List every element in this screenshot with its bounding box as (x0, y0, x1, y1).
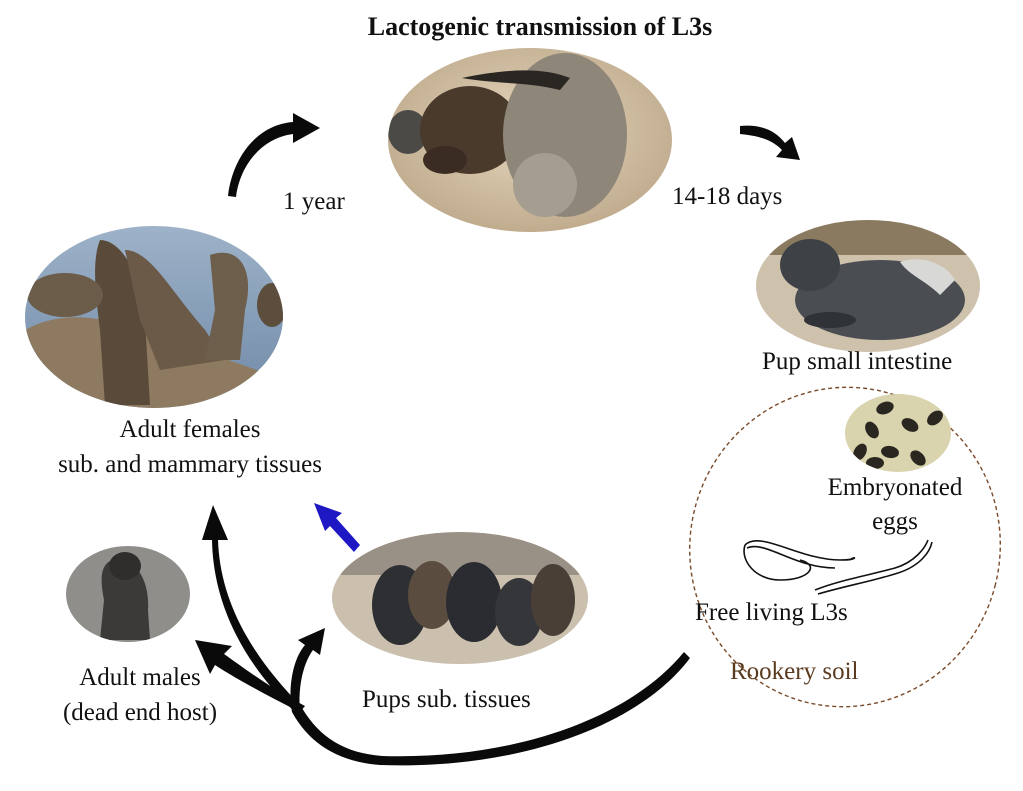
label-one-year: 1 year (283, 188, 345, 215)
larvae-drawing (743, 539, 933, 595)
label-days: 14-18 days (672, 183, 783, 210)
label-embryonated: Embryonated (827, 474, 963, 501)
blue-arrow-pups-to-females (314, 503, 360, 552)
adult-male-photo (66, 546, 190, 642)
arrow-to-adult-females (202, 505, 303, 712)
eggs-photo (845, 394, 951, 472)
label-dead-end-host: (dead end host) (62, 699, 218, 726)
label-pups-tissues: Pups sub. tissues (362, 686, 531, 713)
arrow-1-year (228, 113, 320, 197)
arrow-to-pups (290, 628, 325, 712)
adult-females-photo (25, 226, 283, 408)
rookery-soil-boundary (689, 386, 1001, 708)
label-eggs: eggs (872, 508, 918, 535)
pups-group-photo (332, 532, 588, 664)
diagram-title: Lactogenic transmission of L3s (367, 12, 713, 41)
arrow-14-18-days (740, 125, 800, 160)
pup-photo (756, 220, 980, 352)
label-free-living-l3s: Free living L3s (695, 599, 848, 626)
nursing-seal-photo (388, 48, 672, 232)
label-female-tissues: sub. and mammary tissues (58, 451, 322, 478)
arrows (195, 113, 800, 766)
label-adult-males: Adult males (79, 664, 201, 691)
label-pup-intestine: Pup small intestine (762, 348, 953, 375)
label-adult-females: Adult females (119, 416, 261, 443)
label-rookery-soil: Rookery soil (730, 658, 859, 685)
